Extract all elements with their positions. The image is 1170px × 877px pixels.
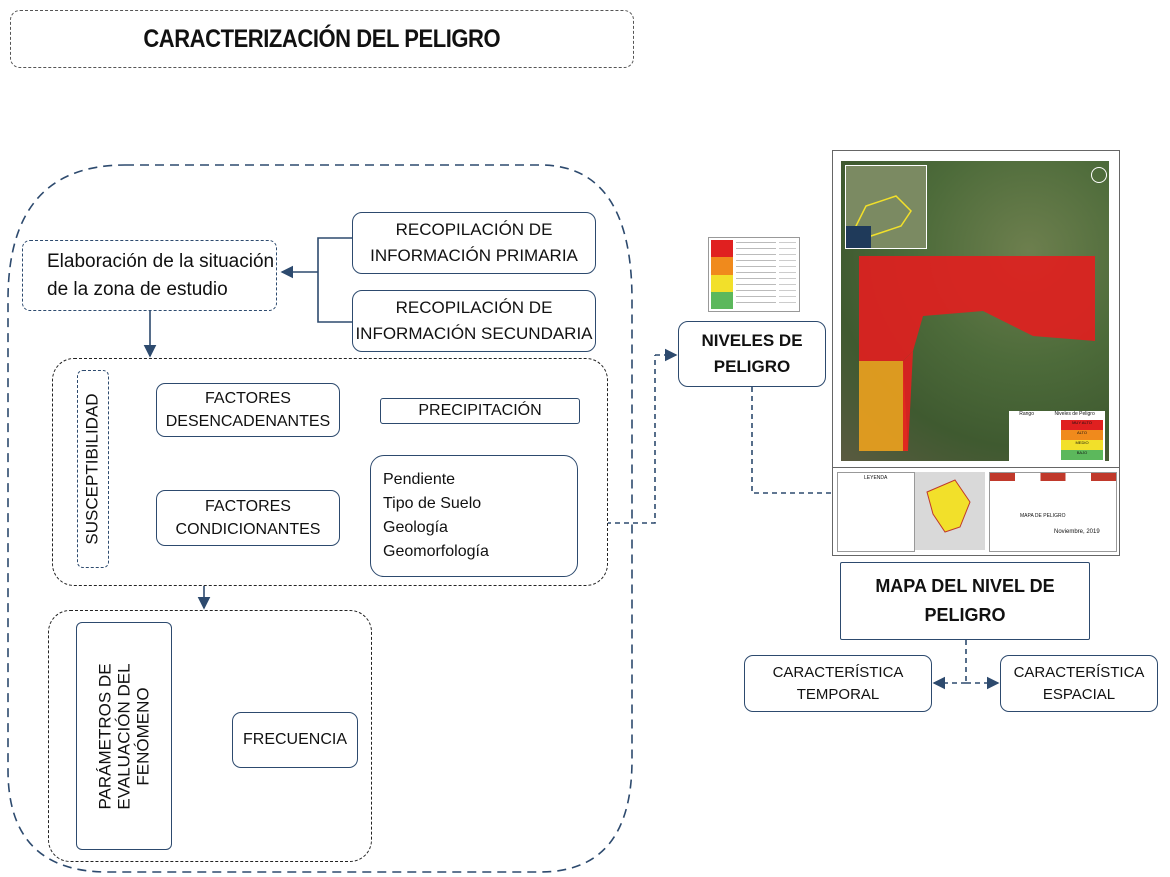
legend-title: LEYENDA — [864, 475, 888, 481]
secundaria-line-1: RECOPILACIÓN DE — [395, 298, 553, 317]
condicionantes-line-2: CONDICIONANTES — [175, 520, 321, 538]
map-table-header-1: Rango — [1019, 411, 1034, 417]
condicionantes-box: FACTORES CONDICIONANTES — [156, 490, 340, 546]
parametros-label: PARÁMETROS DE EVALUACIÓN DEL FENÓMENO — [96, 663, 153, 809]
level-very-high: MUY ALTO — [1061, 420, 1103, 430]
precipitacion-label: PRECIPITACIÓN — [418, 402, 542, 419]
mapa-line-1: MAPA DEL NIVEL DE — [875, 576, 1055, 596]
condicion-suelo: Tipo de Suelo — [383, 495, 482, 512]
map-name: MAPA DE PELIGRO — [1020, 513, 1066, 519]
map-date: Noviembre, 2019 — [1054, 529, 1100, 535]
temporal-line-1: CARACTERÍSTICA — [772, 664, 904, 681]
temporal-box: CARACTERÍSTICA TEMPORAL — [744, 655, 932, 712]
parametros-line-1: PARÁMETROS DE — [95, 662, 115, 810]
precipitacion-box: PRECIPITACIÓN — [380, 398, 580, 424]
mapa-box: MAPA DEL NIVEL DE PELIGRO — [840, 562, 1090, 640]
niveles-line-1: NIVELES DE — [701, 331, 803, 350]
parametros-line-3: FENÓMENO — [133, 686, 153, 786]
susceptibilidad-box: SUSCEPTIBILIDAD — [77, 370, 109, 568]
title-box: CARACTERIZACIÓN DEL PELIGRO — [10, 10, 634, 68]
north-arrow-icon — [1091, 167, 1107, 183]
outer-container — [7, 164, 633, 873]
level-low: BAJO — [1061, 450, 1103, 460]
frecuencia-label: FRECUENCIA — [242, 731, 347, 748]
secundaria-box: RECOPILACIÓN DE INFORMACIÓN SECUNDARIA — [352, 290, 596, 352]
desencadenantes-line-2: DESENCADENANTES — [165, 412, 331, 430]
desencadenantes-box: FACTORES DESENCADENANTES — [156, 383, 340, 437]
situacion-box: Elaboración de la situación de la zona d… — [22, 240, 277, 311]
espacial-line-1: CARACTERÍSTICA — [1013, 664, 1145, 681]
location-map — [915, 472, 985, 550]
secundaria-line-2: INFORMACIÓN SECUNDARIA — [355, 324, 593, 343]
hazard-map: Rango Niveles de Peligro MUY ALTO ALTO M… — [832, 150, 1120, 556]
temporal-line-2: TEMPORAL — [796, 686, 880, 703]
parametros-box: PARÁMETROS DE EVALUACIÓN DEL FENÓMENO — [76, 622, 172, 850]
condicionantes-list-box: Pendiente Tipo de Suelo Geología Geomorf… — [370, 455, 578, 577]
susceptibilidad-label: SUSCEPTIBILIDAD — [83, 393, 102, 545]
legend-thumbnail — [708, 237, 800, 312]
condicion-pendiente: Pendiente — [383, 471, 456, 488]
condicion-geologia: Geología — [383, 519, 448, 536]
condicion-geomorfologia: Geomorfología — [383, 543, 489, 560]
niveles-line-2: PELIGRO — [713, 357, 791, 376]
map-table: Rango Niveles de Peligro MUY ALTO ALTO M… — [1009, 411, 1105, 461]
espacial-box: CARACTERÍSTICA ESPACIAL — [1000, 655, 1158, 712]
primaria-box: RECOPILACIÓN DE INFORMACIÓN PRIMARIA — [352, 212, 596, 274]
hazard-polygons — [859, 256, 1095, 451]
parametros-line-2: EVALUACIÓN DEL — [114, 662, 134, 810]
condicionantes-line-1: FACTORES — [205, 497, 291, 515]
desencadenantes-line-1: FACTORES — [205, 389, 291, 407]
espacial-line-2: ESPACIAL — [1042, 686, 1116, 703]
frecuencia-box: FRECUENCIA — [232, 712, 358, 768]
mapa-line-2: PELIGRO — [924, 605, 1006, 625]
primaria-line-2: INFORMACIÓN PRIMARIA — [370, 246, 578, 265]
map-footer: LEYENDA MAPA DE PELIGRO Noviembre, 2019 — [833, 467, 1119, 555]
primaria-line-1: RECOPILACIÓN DE — [395, 220, 553, 239]
situacion-line-2: de la zona de estudio — [47, 278, 228, 300]
map-table-header-2: Niveles de Peligro — [1054, 411, 1095, 417]
level-high: ALTO — [1061, 430, 1103, 440]
inset-map — [845, 165, 927, 249]
situacion-line-1: Elaboración de la situación — [47, 250, 275, 272]
niveles-box: NIVELES DE PELIGRO — [678, 321, 826, 387]
page-title: CARACTERIZACIÓN DEL PELIGRO — [143, 24, 501, 53]
level-medium: MEDIO — [1061, 440, 1103, 450]
